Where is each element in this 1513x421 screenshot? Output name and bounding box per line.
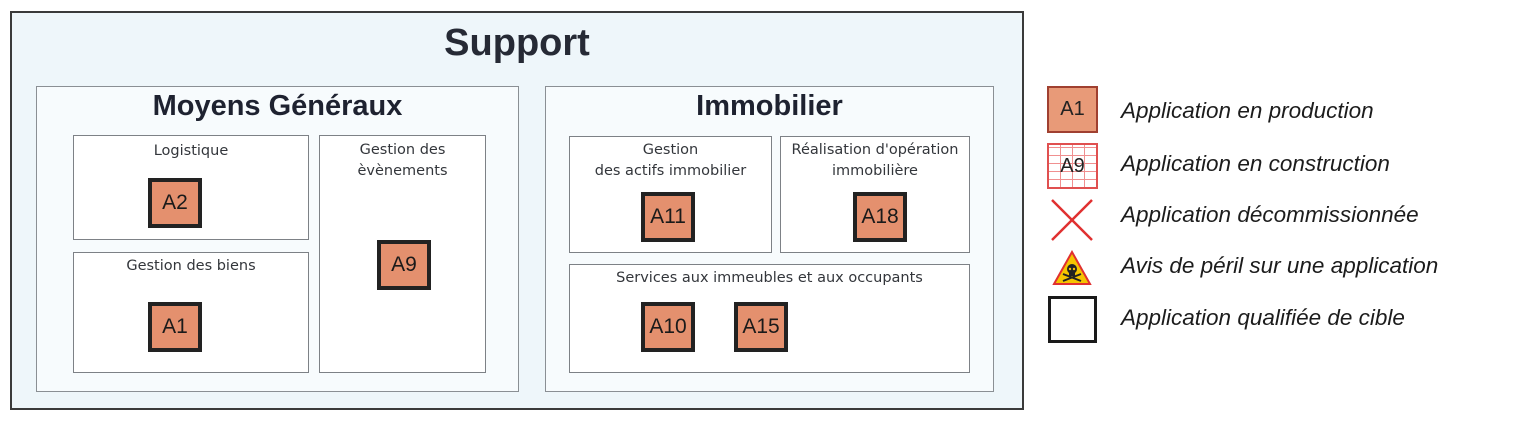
app-a15[interactable]: A15 bbox=[734, 302, 788, 352]
app-a9[interactable]: A9 bbox=[377, 240, 431, 290]
app-a11[interactable]: A11 bbox=[641, 192, 695, 242]
legend-production-symbol: A1 bbox=[1047, 86, 1098, 133]
legend-production-text: Application en production bbox=[1121, 98, 1374, 123]
app-a1[interactable]: A1 bbox=[148, 302, 202, 352]
app-a18[interactable]: A18 bbox=[853, 192, 907, 242]
legend-cible-text: Application qualifiée de cible bbox=[1121, 305, 1405, 330]
support-title: Support bbox=[444, 22, 590, 64]
label-services-immeubles: Services aux immeubles et aux occupants bbox=[616, 270, 923, 286]
label-realisation-operation: Réalisation d'opération immobilière bbox=[791, 142, 959, 179]
label-gestion-actifs: Gestion des actifs immobilier bbox=[594, 142, 747, 179]
legend-decommission-text: Application décommissionnée bbox=[1121, 202, 1419, 227]
app-a10[interactable]: A10 bbox=[641, 302, 695, 352]
app-a2[interactable]: A2 bbox=[148, 178, 202, 228]
legend-construction-text: Application en construction bbox=[1121, 151, 1390, 176]
skull-warning-icon bbox=[1052, 250, 1092, 285]
group-title-moyens-generaux: Moyens Généraux bbox=[152, 90, 403, 122]
label-gestion-biens: Gestion des biens bbox=[126, 258, 256, 274]
legend-construction-symbol: A9 bbox=[1047, 143, 1098, 189]
legend-peril-text: Avis de péril sur une application bbox=[1121, 253, 1439, 278]
red-cross-icon bbox=[1051, 199, 1093, 241]
label-logistique: Logistique bbox=[153, 143, 229, 159]
empty-square-icon bbox=[1048, 296, 1097, 343]
group-title-immobilier: Immobilier bbox=[696, 90, 843, 122]
label-gestion-evenements: Gestion des èvènements bbox=[357, 142, 448, 179]
